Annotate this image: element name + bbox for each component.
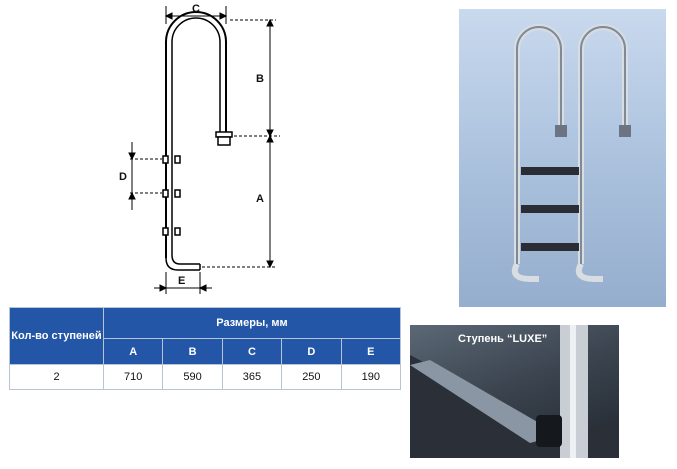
label-c: C — [192, 3, 200, 15]
column-header-d: D — [281, 338, 342, 365]
dimension-c — [164, 6, 228, 24]
column-header-c: C — [221, 338, 283, 365]
ladder-dimensions-table: Кол-во ступеней Размеры, мм A B C D E 2 … — [9, 307, 402, 390]
dimensions-header: Размеры, мм — [103, 307, 401, 339]
cell-d: 250 — [281, 364, 342, 390]
luxe-step-photo: Ступень “LUXE” — [410, 325, 619, 458]
column-header-e: E — [340, 338, 402, 365]
table-header-row-1: Кол-во ступеней Размеры, мм — [9, 307, 401, 365]
step-illustration — [410, 325, 619, 458]
table-row: 2 710 590 365 250 190 — [9, 364, 402, 390]
ladder-rail-inner — [171, 17, 221, 255]
table-header-row-2: A B C D E — [10, 338, 402, 365]
column-header-b: B — [162, 338, 223, 365]
step-brackets — [162, 155, 181, 236]
luxe-step-label: Ступень “LUXE” — [458, 333, 548, 345]
cell-b: 590 — [162, 364, 223, 390]
steps-header: Кол-во ступеней — [9, 307, 104, 365]
ladder-illustration — [511, 24, 631, 282]
cell-a: 710 — [102, 364, 164, 390]
ladder-rail-outer — [165, 11, 227, 258]
cell-e: 190 — [340, 364, 402, 390]
cell-steps: 2 — [9, 364, 104, 390]
dimension-d — [128, 142, 162, 210]
label-d: D — [119, 171, 127, 183]
ladder-dimension-drawing: C B A D E — [119, 3, 280, 294]
ladder-foot — [165, 254, 200, 271]
ladder-photo — [459, 9, 666, 307]
label-e: E — [178, 275, 185, 287]
column-header-a: A — [102, 338, 164, 365]
dimension-e — [154, 272, 212, 294]
label-b: B — [256, 73, 264, 85]
dimension-a — [202, 134, 276, 269]
dimension-b — [230, 18, 280, 138]
label-a: A — [256, 193, 264, 205]
cell-c: 365 — [221, 364, 283, 390]
